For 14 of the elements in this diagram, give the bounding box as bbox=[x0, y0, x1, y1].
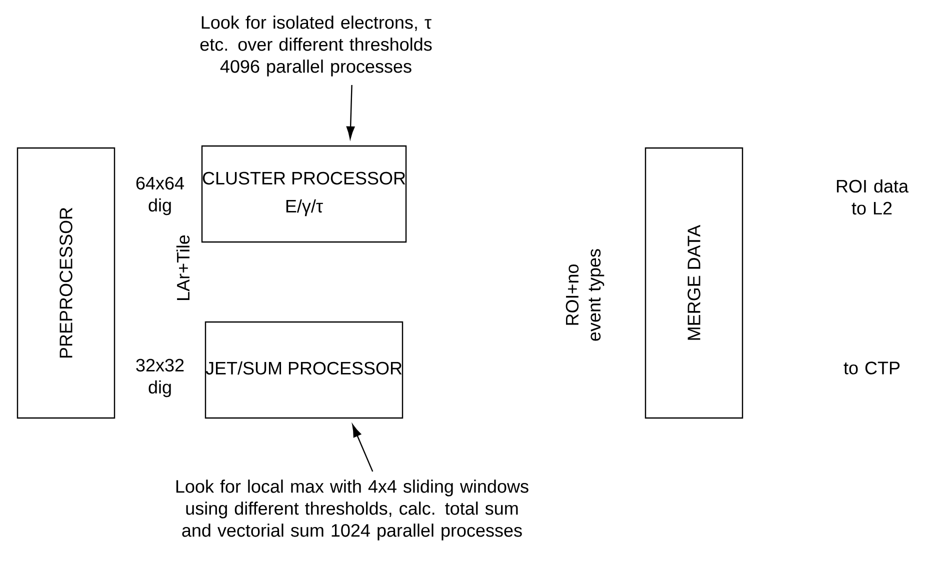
label: 64x64 dig bbox=[136, 176, 184, 216]
process-box: MERGE DATA bbox=[644, 147, 744, 419]
arrow bbox=[352, 424, 374, 472]
process-box: CLUSTER PROCESSOR E/γ/τ bbox=[201, 145, 407, 243]
note-text: Look for local max with 4x4 sliding windows using different thresholds, calc. total sum and vectorial sum 1024 parallel processes bbox=[176, 480, 528, 540]
label: to CTP bbox=[844, 362, 900, 374]
process-box: PREPROCESSOR bbox=[16, 147, 116, 419]
label: LAr+Tile bbox=[176, 235, 190, 300]
arrow bbox=[346, 84, 355, 139]
label: ROI data to L2 bbox=[836, 179, 908, 215]
process-box: JET/SUM PROCESSOR bbox=[204, 321, 404, 419]
label: ROI+no event types bbox=[566, 249, 604, 341]
note-text: Look for isolated electrons, τ etc. over different thresholds 4096 parallel processes bbox=[200, 16, 432, 76]
label: 32x32 dig bbox=[136, 358, 184, 398]
